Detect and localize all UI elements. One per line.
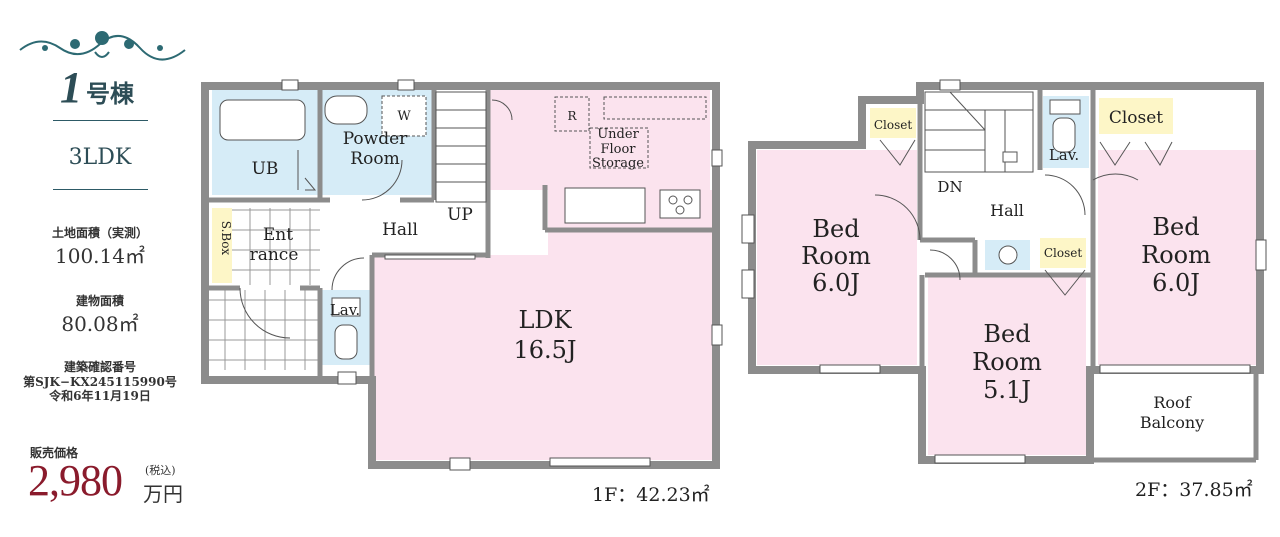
sink-icon [324,95,368,125]
land-area-label: 土地面積（実測） [51,226,148,240]
sbox-area [212,208,232,283]
bedroom-center [928,275,1086,455]
floor-2-inner-walls [917,88,1259,463]
bed-center-label-3: 5.1J [983,376,1031,404]
r-label: R [567,109,577,123]
building-number-value: 1 [60,63,82,112]
bed-center-label-2: Room [972,348,1042,376]
bed-right-label-3: 6.0J [1152,269,1200,297]
confirmation-label: 建築確認番号 [63,360,136,374]
sbox-label: S.Box [219,221,233,256]
hall-label-1f: Hall [382,220,418,240]
stove-icon [659,189,701,219]
toilet-2f-icon [1052,117,1076,153]
floor-2-plan: Bed Room 6.0J Bed Room 6.0J Bed Room 5.1… [741,79,1267,464]
lav-label-2f: Lav. [1049,146,1079,164]
price-value: 2,980 [28,456,123,505]
confirmation-date: 令和6年11月19日 [49,389,151,403]
bed-left-label-1: Bed [812,215,859,243]
floor-1-walls [201,82,720,469]
closet-left-label: Closet [874,118,913,132]
powder-label-1: Powder [343,129,408,149]
price-label: 販売価格 [30,446,79,460]
price-tax: (税込) [145,464,176,477]
bathtub-icon [219,99,306,141]
kitchen-sink-icon [564,187,646,224]
entrance-tiles [205,208,320,370]
building-area-label: 建物面積 [75,294,124,308]
ub-label: UB [252,159,279,179]
layout-type: 3LDK [68,145,132,170]
under-label-3: Storage [592,156,644,171]
toilet-icon [334,324,358,360]
upper-cabinet [603,96,707,120]
doors-2f [874,139,1173,296]
entrance-label-2: rance [250,245,299,265]
kitchen-area [488,90,710,190]
up-label: UP [447,205,473,225]
lav-sink-2f-icon [1049,99,1081,115]
bed-right-label-1: Bed [1152,213,1199,241]
ornament-icon [19,31,186,61]
washer-icon [381,95,427,137]
sink-2f-icon [998,245,1018,265]
bedroom-right [1098,150,1256,365]
closet-right-label: Closet [1109,108,1163,128]
washer-label: W [397,109,411,124]
doors-1f [239,99,513,339]
bed-left-label-2: Room [801,242,871,270]
under-label-2: Floor [600,142,636,157]
roof-balcony [1100,376,1256,456]
ldk-room [372,255,712,460]
dn-label: DN [937,178,962,196]
floor-1-area: 1F：42.23㎡ [592,484,710,506]
closet-mid [1040,238,1086,268]
floor-2-labels: Bed Room 6.0J Bed Room 6.0J Bed Room 5.1… [801,108,1211,432]
under-floor-storage [589,127,649,169]
bedroom-left [757,150,917,365]
entrance-label-1: Ent [263,225,293,245]
ldk-label-2: 16.5J [513,336,576,364]
roof-label-1: Roof [1153,393,1191,412]
stairs-1f [435,91,487,203]
ldk-label-1: LDK [518,306,572,334]
building-area-value: 80.08㎡ [61,312,139,336]
divider [53,120,148,121]
land-area-value: 100.14㎡ [55,244,145,268]
closet-left [870,108,916,138]
price-unit: 万円 [143,482,183,506]
under-label-1: Under [597,127,639,142]
closet-right [1099,98,1173,134]
floor-2-area: 2F：37.85㎡ [1135,479,1253,501]
floor-1-labels: UB Powder Room W Ent rance Hall UP Lav. … [219,109,644,364]
roof-label-2: Balcony [1140,413,1204,432]
confirmation-number: 第SJK−KX245115990号 [23,375,177,389]
floor-1-plan: UB Powder Room W Ent rance Hall UP Lav. … [201,79,723,471]
bed-right-label-2: Room [1141,241,1211,269]
powder-label-2: Room [350,149,399,169]
closet-mid-label: Closet [1044,246,1083,260]
storage-hatch-icon [554,96,590,132]
windows-1f [281,79,723,471]
lav-sink-icon [331,297,361,317]
windows-2f [741,79,1267,464]
lav-label-1f: Lav. [330,301,360,319]
building-suffix: 号棟 [86,79,134,108]
bed-left-label-3: 6.0J [812,269,860,297]
divider [53,189,148,190]
hall-label-2f: Hall [990,201,1024,220]
bed-center-label-1: Bed [983,320,1030,348]
